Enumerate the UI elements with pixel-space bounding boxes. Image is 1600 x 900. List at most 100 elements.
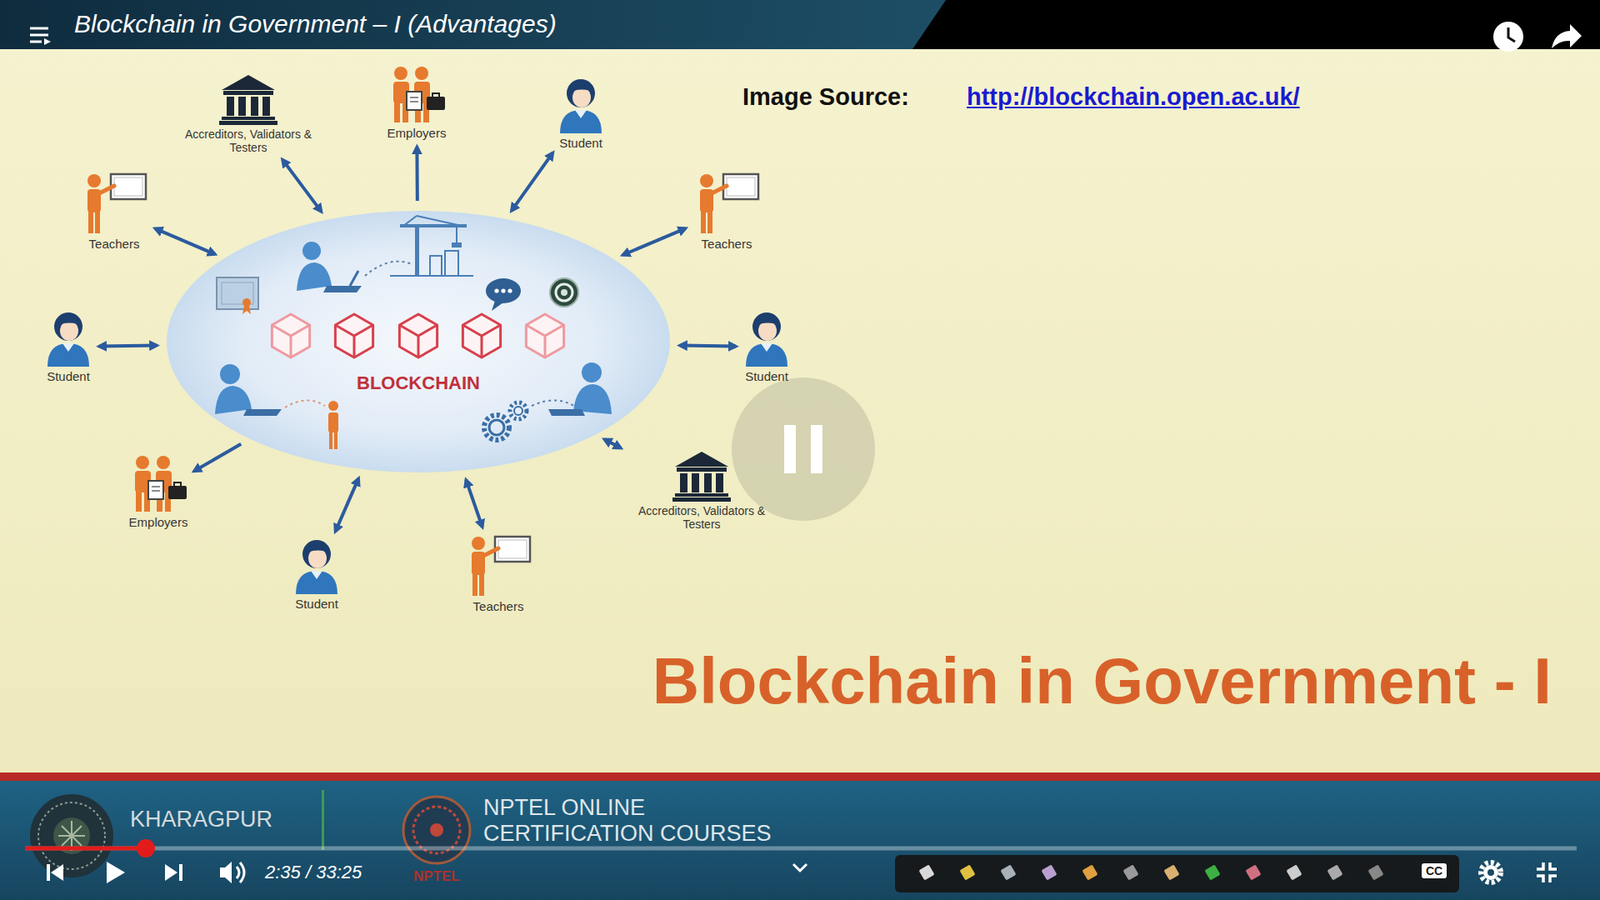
settings-icon-part	[1483, 865, 1499, 880]
toolbar-icon	[1163, 864, 1180, 880]
blockchain-ellipse-shape-part	[462, 325, 500, 358]
employers-icon-part	[135, 455, 150, 470]
student-icon-part	[568, 80, 595, 95]
player-controls-part	[50, 864, 64, 881]
actor-label: Student	[46, 369, 90, 384]
student-icon-part	[60, 320, 79, 341]
actor-label: Teachers	[701, 236, 753, 251]
source-label: Image Source:	[742, 83, 910, 111]
student-icon-part	[302, 540, 331, 569]
institution-icon-part	[226, 96, 235, 116]
student-icon	[44, 310, 93, 367]
blockchain-ellipse-shape-part	[507, 288, 512, 293]
progress-handle	[136, 839, 155, 858]
institution-icon-part	[691, 473, 700, 493]
institution-icon-part	[221, 75, 275, 90]
slide-background	[0, 49, 1600, 773]
clock-icon	[1493, 21, 1524, 52]
iit-logo	[30, 794, 114, 878]
teacher-icon-part	[114, 177, 143, 196]
toolbar-icon	[959, 864, 975, 880]
employers-icon-part	[410, 100, 419, 103]
blockchain-ellipse-shape-part	[215, 385, 252, 415]
toolbar-icon	[1040, 864, 1057, 880]
student-icon	[292, 537, 341, 595]
student-icon-part	[754, 314, 780, 329]
volume-waves	[236, 862, 245, 883]
connector-arrow	[604, 439, 621, 448]
blockchain-ellipse-shape-part	[455, 225, 458, 243]
connector-arrow	[335, 478, 359, 532]
teacher-icon-part	[87, 174, 101, 188]
pause-overlay-part	[810, 425, 823, 474]
actor-node: Student	[292, 537, 341, 611]
actor-label: Student	[745, 369, 789, 384]
blockchain-ellipse-shape-part	[451, 242, 462, 248]
teacher-icon	[463, 533, 534, 597]
institution-icon-part	[219, 120, 278, 125]
toolbar-icon	[1285, 864, 1302, 880]
player-controls-part	[106, 861, 125, 884]
institution-icon-part	[221, 116, 275, 120]
student-icon-part	[304, 541, 330, 556]
blockchain-ellipse-shape-part	[500, 288, 505, 293]
fullscreen-icon-part	[1550, 862, 1557, 870]
employers-icon-part	[432, 93, 440, 98]
teacher-icon	[691, 170, 762, 235]
header-band	[0, 0, 946, 50]
student-icon-part	[575, 110, 587, 119]
iit-logo-part	[30, 794, 114, 878]
footer-band	[0, 780, 1600, 900]
menu-icon-part	[30, 40, 42, 44]
employers-icon-part	[406, 91, 422, 110]
blockchain-ellipse-shape-part	[510, 402, 527, 420]
actor-node: Teachers	[463, 533, 534, 614]
blockchain-ellipse-shape-part	[216, 277, 259, 310]
logo-caption: NPTEL	[413, 868, 460, 885]
actor-label: Employers	[387, 125, 447, 140]
actor-label: Employers	[129, 515, 189, 530]
employers-icon	[128, 454, 189, 513]
fullscreen-icon-part	[1550, 875, 1557, 883]
nptel-logo-part	[403, 796, 470, 864]
blockchain-ellipse-shape-part	[484, 415, 510, 440]
student-icon-part	[54, 312, 83, 341]
connector-arrow	[465, 480, 483, 528]
institution-icon-part	[715, 473, 724, 493]
blockchain-ellipse-shape-part	[399, 314, 437, 358]
footer-red-line	[0, 772, 1600, 781]
teacher-icon-part	[88, 210, 94, 234]
slide-title: Blockchain in Government - I	[652, 643, 1552, 720]
clock-icon	[1508, 27, 1515, 42]
toolbar-icons	[918, 864, 1384, 880]
toolbar-icon	[1245, 864, 1261, 880]
fullscreen-icon	[1536, 862, 1557, 883]
teacher-icon-part	[498, 540, 527, 559]
blockchain-ellipse-shape-part	[350, 270, 359, 286]
blockchain-ellipse-shape-part	[445, 250, 459, 276]
header-bar	[0, 0, 1600, 50]
employers-icon-part	[168, 485, 187, 500]
student-icon	[742, 310, 791, 367]
blockchain-ellipse-shape-part	[550, 278, 579, 307]
employers-icon	[386, 65, 447, 124]
connector-arrow	[622, 228, 685, 255]
institute-name: KHARAGPUR	[130, 806, 273, 833]
institution-icon-part	[675, 451, 729, 467]
volume-waves-part	[236, 866, 240, 879]
institution-icon-part	[223, 90, 274, 95]
chevron-icon	[793, 864, 807, 871]
teacher-icon-part	[700, 174, 714, 188]
teacher-icon-part	[110, 174, 146, 200]
video-title: Blockchain in Government – I (Advantages…	[74, 10, 557, 39]
teacher-icon	[79, 170, 150, 235]
nptel-logo-part	[430, 823, 444, 837]
divider-line	[321, 790, 325, 850]
blockchain-ellipse-shape-part	[271, 325, 310, 358]
player-controls	[46, 861, 232, 884]
blockchain-label: BLOCKCHAIN	[165, 372, 672, 395]
actor-node: Employers	[386, 65, 447, 140]
toolbar-icon	[1081, 864, 1098, 880]
blockchain-ellipse-shape-part	[329, 430, 333, 450]
